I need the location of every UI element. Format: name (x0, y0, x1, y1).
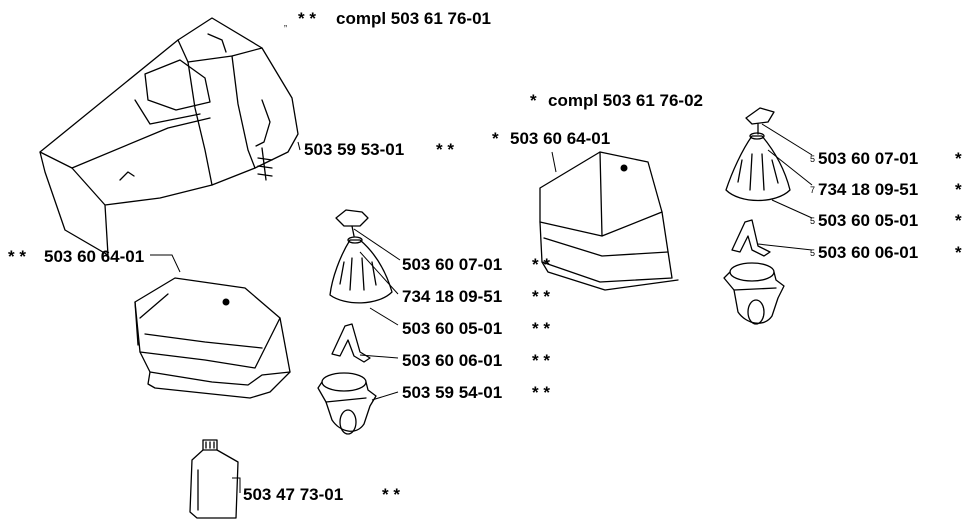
right-clip-star: * (955, 243, 962, 262)
right-knob-num: 5 (810, 154, 815, 164)
right-knob-drawing (745, 107, 775, 135)
left-knob-label: 503 60 07-01 (402, 255, 502, 274)
right-filter-housing-drawing (539, 151, 679, 291)
right-clip-label: 503 60 06-01 (818, 243, 918, 262)
right-clip-drawing (731, 219, 771, 257)
screw-cover-label: 503 59 53-01 (304, 140, 404, 159)
left-clip-label: 503 60 06-01 (402, 351, 502, 370)
right-compl-label: compl 503 61 76-02 (548, 91, 703, 110)
filter-left-star: * * (8, 247, 26, 266)
cover-compl-star: * * (298, 9, 316, 28)
left-oring-star: * * (532, 287, 550, 306)
right-clip-num: 5 (810, 248, 815, 258)
right-compl-star: * (530, 91, 537, 110)
bottle-star: * * (382, 485, 400, 504)
left-clip-drawing (331, 323, 371, 363)
left-base-star: * * (532, 383, 550, 402)
filter-right-label: 503 60 64-01 (510, 129, 610, 148)
right-cone-label: 503 60 05-01 (818, 211, 918, 230)
leader-lines (150, 123, 813, 493)
right-cone-drawing (725, 132, 791, 202)
right-knob-star: * (955, 149, 962, 168)
right-cone-star: * (955, 211, 962, 230)
left-filter-housing-drawing (134, 277, 291, 399)
bottle-label: 503 47 73-01 (243, 485, 343, 504)
left-base-label: 503 59 54-01 (402, 383, 502, 402)
left-oring-label: 734 18 09-51 (402, 287, 502, 306)
right-base-drawing (723, 262, 785, 325)
cover-compl-tick: „ (284, 18, 287, 28)
right-oring-label: 734 18 09-51 (818, 180, 918, 199)
left-cone-star: * * (532, 319, 550, 338)
oil-bottle-drawing (189, 439, 239, 519)
left-knob-star: * * (532, 255, 550, 274)
left-cone-drawing (329, 236, 393, 304)
right-oring-num: 7 (810, 185, 815, 195)
left-knob-drawing (335, 209, 369, 237)
right-cone-num: 5 (810, 216, 815, 226)
left-clip-star: * * (532, 351, 550, 370)
right-knob-label: 503 60 07-01 (818, 149, 918, 168)
right-oring-star: * (955, 180, 962, 199)
left-cone-label: 503 60 05-01 (402, 319, 502, 338)
left-base-drawing (317, 372, 377, 435)
screw-cover-star: * * (436, 140, 454, 159)
filter-right-star: * (492, 129, 499, 148)
cylinder-cover-drawing (39, 17, 299, 256)
cover-compl-label: compl 503 61 76-01 (336, 9, 491, 28)
filter-left-label: 503 60 64-01 (44, 247, 144, 266)
